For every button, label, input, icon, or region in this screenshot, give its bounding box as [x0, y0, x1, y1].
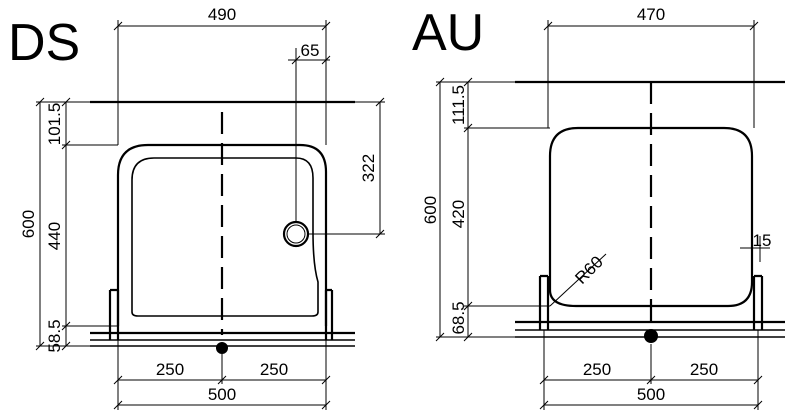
ds-dim-depth-label: 600 — [19, 210, 38, 238]
au-basin-outline — [548, 126, 754, 308]
ds-dim-left-chain: 600 101.5 440 58.5 — [19, 97, 118, 353]
ds-waste-outlet — [216, 342, 228, 354]
ds-tap-hole — [282, 220, 310, 248]
ds-basin-inner — [131, 157, 319, 317]
ds-basin-outer — [116, 143, 328, 326]
au-dim-inner-depth-label: 420 — [449, 200, 468, 228]
ds-dim-outlet-height: 322 — [308, 97, 385, 239]
au-dim-left-half-label: 250 — [583, 360, 611, 379]
au-dim-width-top: 470 — [543, 5, 759, 128]
ds-dim-bottom-margin-label: 58.5 — [45, 319, 64, 352]
ds-dim-width-top: 490 — [113, 5, 331, 145]
ds-dim-inner-depth-label: 440 — [45, 222, 64, 250]
ds-drawing: DS 490 — [8, 5, 385, 410]
ds-tap-hole-inner — [286, 224, 306, 244]
ds-dim-left-half-label: 250 — [156, 360, 184, 379]
au-dim-rim-offset: 15 — [740, 231, 771, 262]
ds-dim-width-bottom-label: 500 — [208, 385, 236, 404]
ds-dim-width-top-label: 490 — [208, 5, 236, 24]
ds-title: DS — [8, 14, 80, 72]
ds-bracket-left — [108, 288, 120, 340]
au-dim-bottom-margin-label: 68.5 — [449, 301, 468, 334]
au-dim-width-top-label: 470 — [637, 5, 665, 24]
ds-dim-outlet-offset: 65 — [288, 41, 331, 222]
au-dim-left-chain: 600 111.5 420 68.5 — [421, 77, 550, 342]
au-dim-depth-label: 600 — [421, 196, 440, 224]
ds-dim-outlet-offset-label: 65 — [301, 41, 320, 60]
au-dim-rim-offset-label: 15 — [753, 231, 772, 250]
ds-dim-outlet-height-label: 322 — [359, 154, 378, 182]
ds-dim-top-margin-label: 101.5 — [45, 103, 64, 146]
ds-dim-bottom: 250 250 500 — [113, 340, 331, 410]
au-dim-right-half-label: 250 — [690, 360, 718, 379]
au-dim-bottom: 250 250 500 — [539, 330, 763, 410]
au-radius-leader — [549, 253, 607, 307]
ds-bracket-right — [324, 288, 334, 340]
ds-dim-right-half-label: 250 — [260, 360, 288, 379]
au-dim-top-margin-label: 111.5 — [449, 85, 468, 125]
au-dim-width-bottom-label: 500 — [637, 385, 665, 404]
au-drawing: AU R60 15 — [412, 4, 785, 410]
au-title: AU — [412, 4, 484, 62]
au-waste-outlet — [644, 329, 658, 343]
